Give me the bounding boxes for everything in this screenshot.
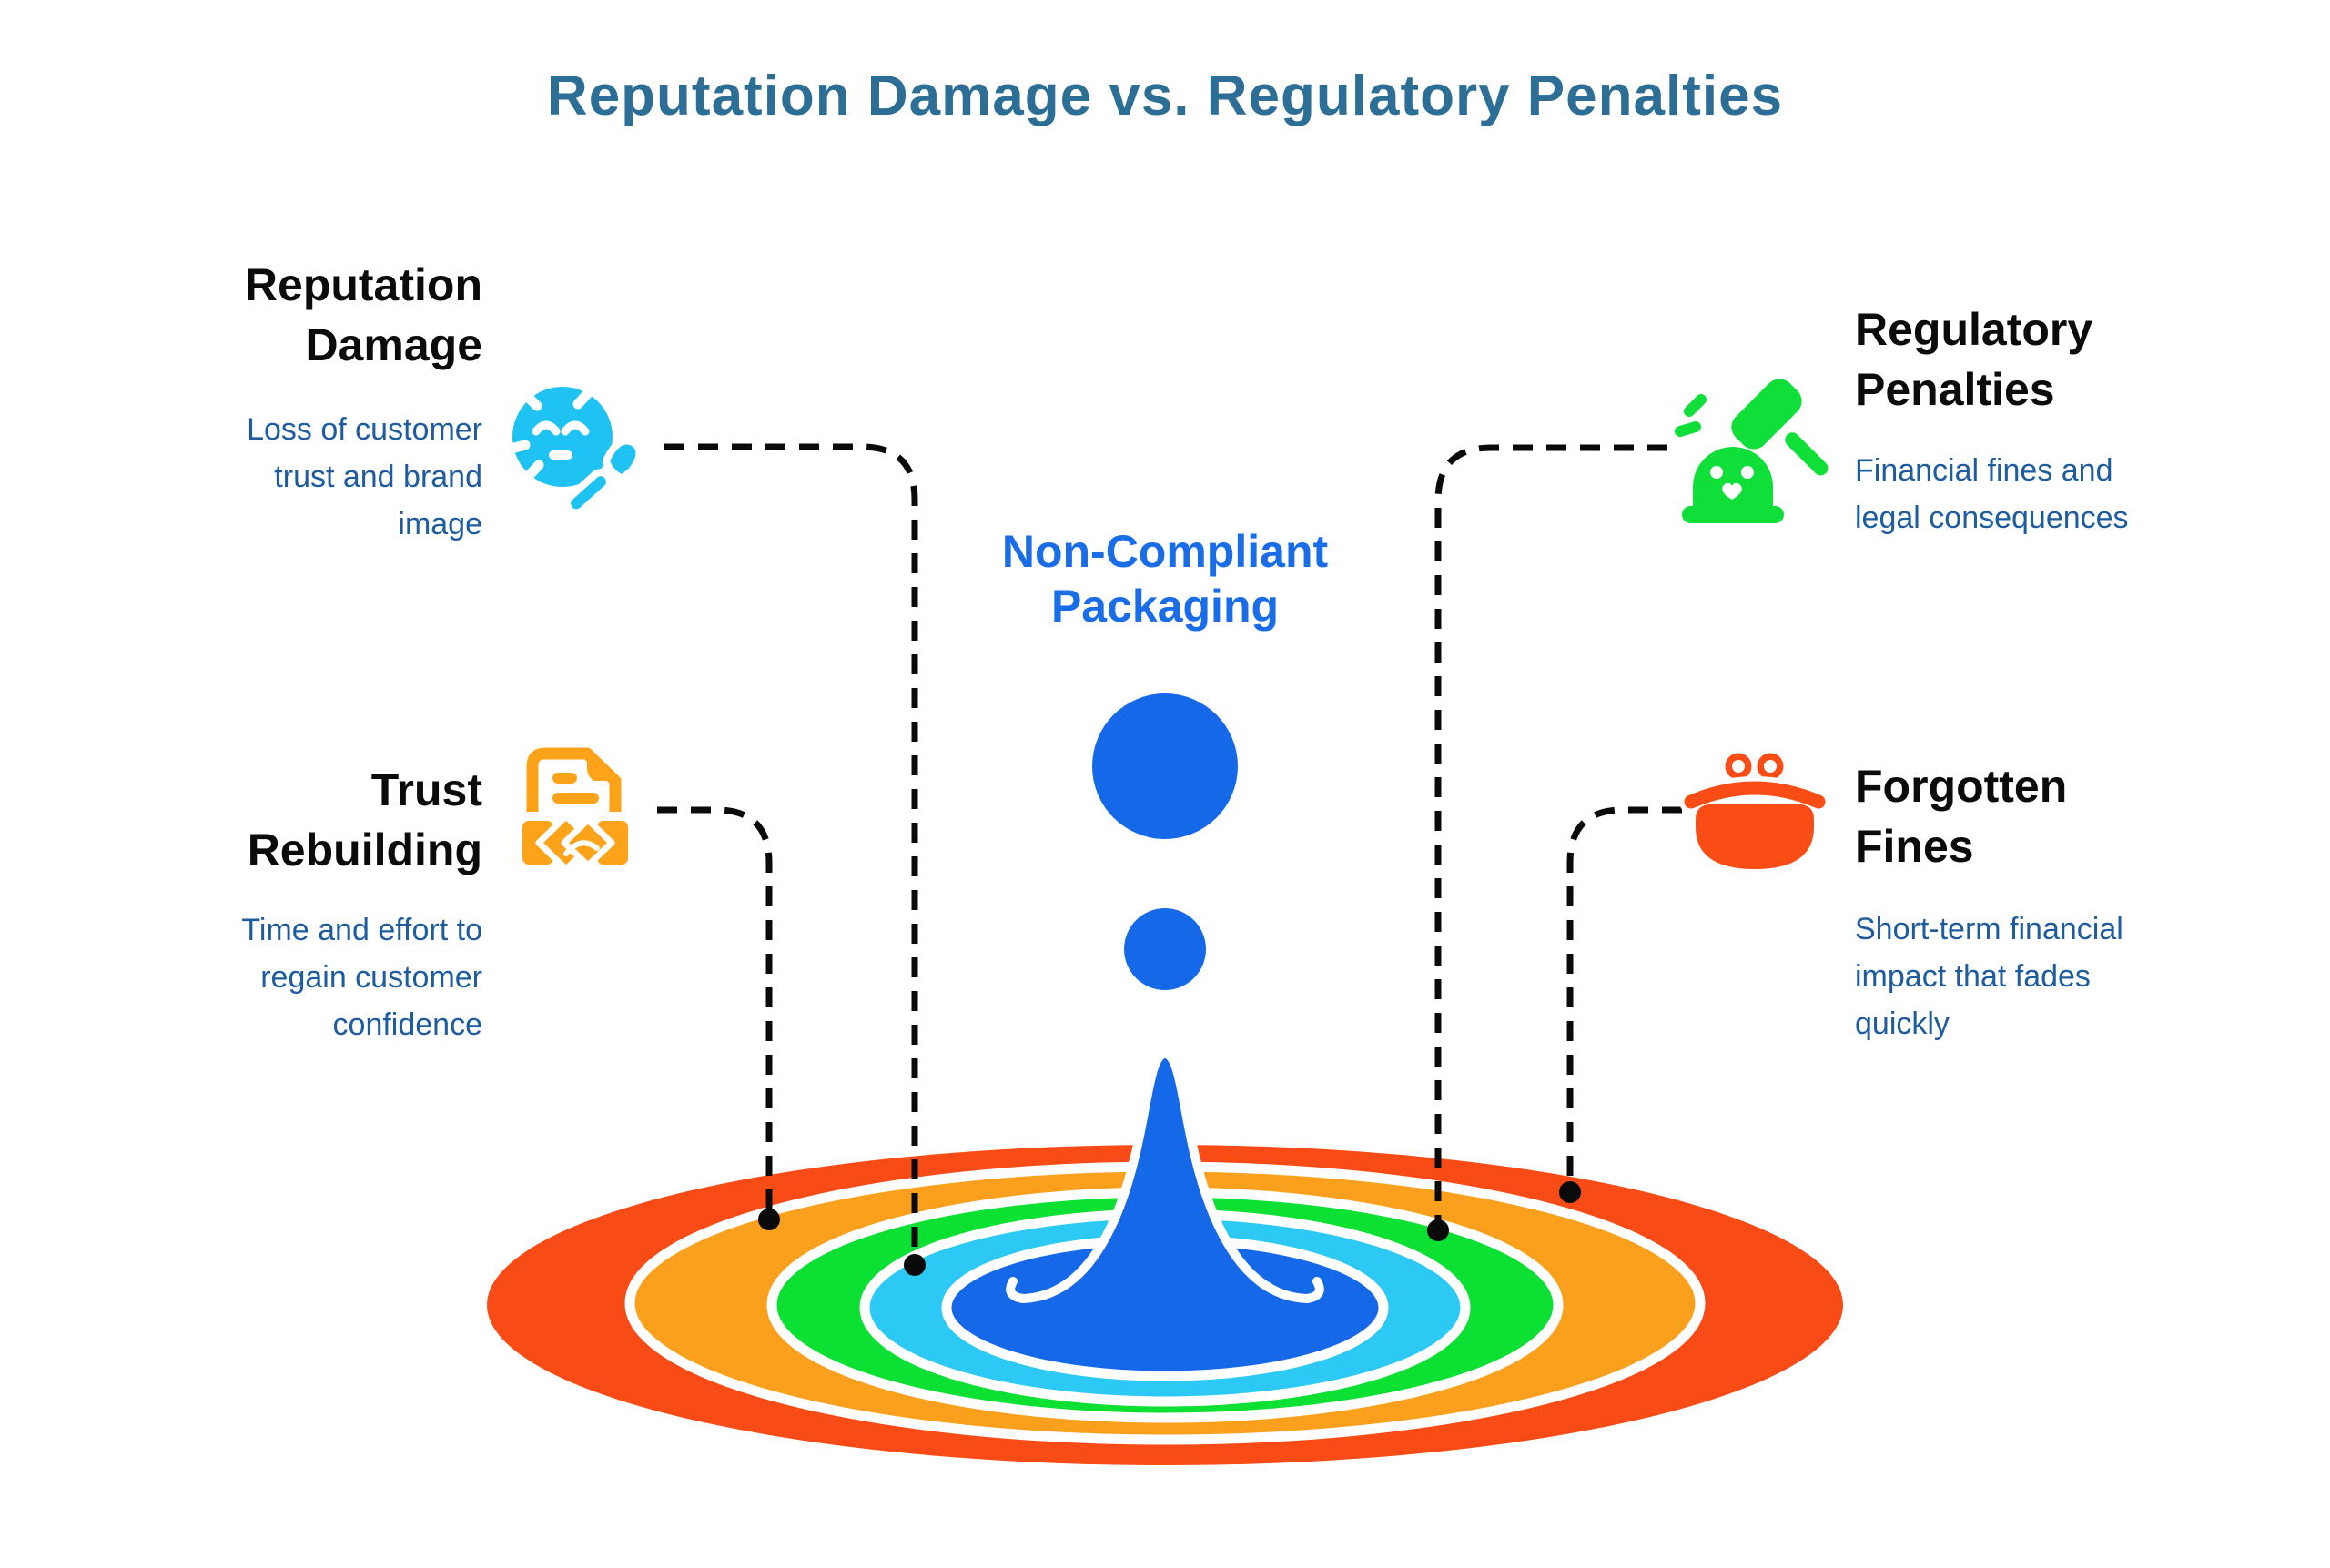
connector-line-forgotten-fines [1566, 806, 1682, 1192]
splash-column [1006, 1048, 1324, 1320]
callout-description: Short-term financial impact that fades q… [1855, 912, 2123, 1041]
connector-dot-reputation-damage [904, 1254, 926, 1276]
splash-fill [1023, 1054, 1307, 1320]
purse-rim [1684, 781, 1826, 809]
document-line-2 [552, 793, 599, 804]
document-line-1 [552, 773, 577, 784]
callout-description: Time and effort to regain customer confi… [241, 913, 482, 1042]
connector-dot-trust-rebuilding [758, 1209, 780, 1230]
callout-title: Forgotten Fines [1855, 761, 2068, 872]
callout-description: Financial fines and legal consequences [1855, 453, 2129, 535]
face-mask-brush-icon [505, 386, 643, 517]
connector-line-reputation-damage [664, 443, 918, 1265]
handshake [519, 812, 630, 873]
connector-dot-forgotten-fines [1559, 1181, 1581, 1203]
gavel-motion-marks [1675, 394, 1707, 437]
coin-purse-icon [1679, 748, 1830, 869]
purse-clasp-right-hole [1764, 760, 1777, 773]
droplet-small [1124, 908, 1206, 990]
callout-title: Reputation Damage [244, 259, 482, 370]
connector-dot-regulatory-penalties [1427, 1219, 1449, 1241]
connectors [657, 443, 1682, 1265]
mask-mouth [549, 450, 572, 460]
document-outline [526, 747, 622, 824]
gavel-bell-character [1682, 447, 1784, 523]
purse-clasp-left-hole [1732, 760, 1745, 773]
mask-eyes [532, 420, 590, 436]
callout-description: Loss of customer trust and brand image [247, 412, 482, 541]
page-title: Reputation Damage vs. Regulatory Penalti… [546, 65, 1784, 127]
brush [563, 437, 643, 517]
gavel-hammer [1731, 379, 1829, 476]
droplet-large [1092, 693, 1238, 839]
connector-dots [758, 1181, 1581, 1276]
mask-cracks [505, 386, 595, 482]
document-fold [587, 754, 615, 781]
callout-title: Regulatory Penalties [1855, 304, 2093, 415]
splash-outline [1006, 1048, 1324, 1304]
callout-title: Trust Rebuilding [247, 764, 482, 875]
gavel-icon [1675, 379, 1829, 523]
document-handshake-icon [519, 747, 630, 873]
connector-line-regulatory-penalties [1434, 444, 1667, 1230]
center-label: Non-Compliant Packaging [1001, 526, 1329, 632]
purse-pouch [1696, 804, 1814, 869]
connector-line-trust-rebuilding [657, 806, 773, 1219]
